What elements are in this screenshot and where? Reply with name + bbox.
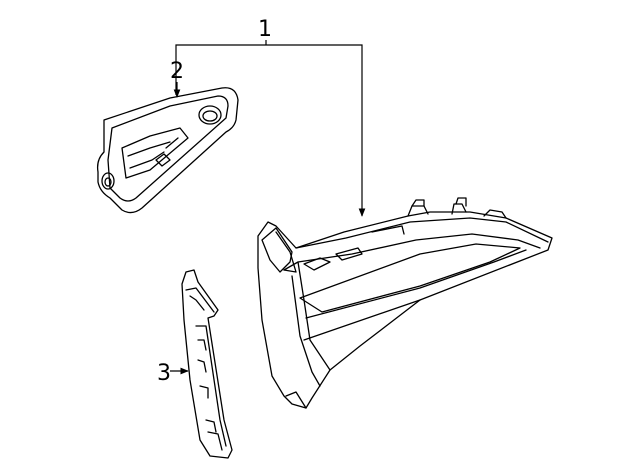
callout-1-leader — [175, 40, 366, 217]
part-3-trim-strip — [181, 269, 233, 459]
callout-3-label: 3 — [157, 361, 171, 386]
callout-1-label: 1 — [258, 17, 272, 42]
callout-2-label: 2 — [170, 59, 184, 84]
part-2-gasket — [96, 87, 239, 214]
part-1-lamp-assembly — [257, 197, 553, 409]
